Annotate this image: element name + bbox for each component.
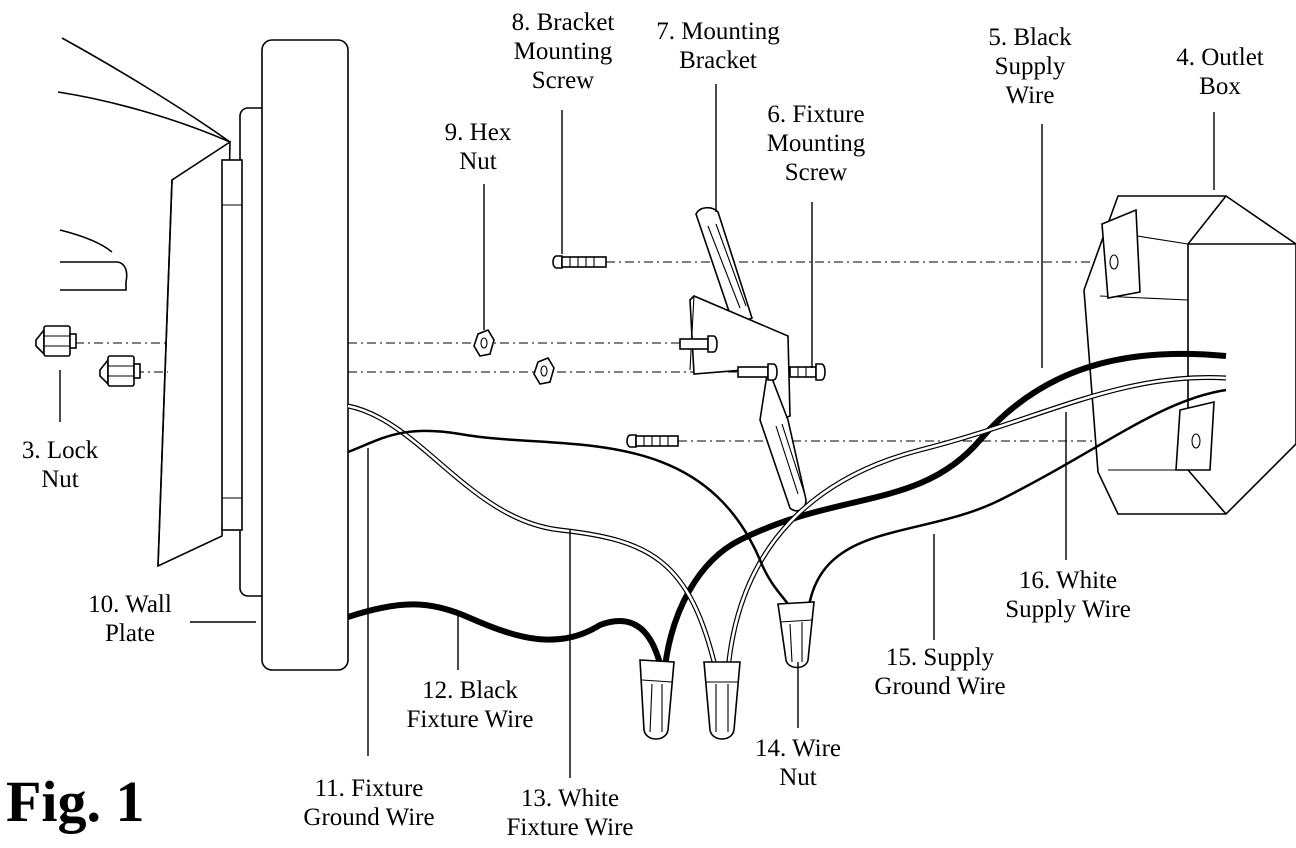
label-wall-plate: 10. Wall Plate: [88, 590, 172, 648]
wire-nut-b: [703, 661, 741, 740]
label-line: Plate: [104, 620, 155, 647]
label-line: Supply Wire: [1005, 596, 1131, 623]
bracket-mounting-screw-bottom: [626, 434, 679, 448]
fixture-mounting-screw-shapes: [679, 335, 826, 381]
label-line: Screw: [531, 67, 595, 94]
label-line: 15. Supply: [885, 644, 995, 671]
wall-plate-shape: [221, 39, 349, 671]
label-line: Screw: [784, 159, 848, 186]
hex-nut-2: [533, 357, 555, 385]
label-line: Nut: [459, 148, 497, 175]
label-line: 5. Black: [988, 24, 1072, 51]
leader-lines: [59, 84, 1215, 778]
label-line: 4. Outlet: [1176, 44, 1264, 71]
label-line: 13. White: [520, 785, 620, 812]
label-line: 16. White: [1018, 567, 1118, 594]
label-line: Fixture Wire: [406, 706, 534, 733]
label-mounting-bracket: 7. Mounting Bracket: [656, 17, 780, 75]
label-line: Nut: [41, 466, 79, 493]
label-wire-nut: 14. Wire Nut: [755, 734, 841, 792]
label-line: Box: [1199, 73, 1241, 100]
label-line: 3. Lock: [21, 437, 99, 464]
label-fixture-mounting-screw: 6. Fixture Mounting Screw: [767, 100, 866, 187]
label-line: 12. Black: [422, 677, 518, 704]
label-white-supply-wire: 16. White Supply Wire: [1005, 566, 1131, 624]
label-lock-nut: 3. Lock Nut: [22, 436, 98, 494]
label-line: 6. Fixture: [767, 101, 865, 128]
label-bracket-mounting-screw: 8. Bracket Mounting Screw: [512, 8, 615, 95]
label-line: Wire: [1005, 82, 1055, 109]
label-line: 14. Wire: [754, 735, 842, 762]
label-line: Supply: [994, 53, 1066, 80]
label-line: 7. Mounting: [656, 18, 780, 45]
label-hex-nut: 9. Hex Nut: [445, 118, 512, 176]
label-line: Bracket: [679, 47, 757, 74]
label-line: Mounting: [513, 38, 613, 65]
label-line: Ground Wire: [303, 804, 435, 831]
figure-title: Fig. 1: [6, 769, 145, 834]
label-fixture-ground-wire: 11. Fixture Ground Wire: [303, 774, 434, 832]
lock-nut-1: [35, 325, 77, 357]
wires: [347, 350, 1227, 677]
hex-nut-1: [473, 329, 495, 357]
mounting-bracket-shape: [689, 206, 807, 512]
label-line: 9. Hex: [444, 119, 512, 146]
label-line: Nut: [779, 764, 817, 791]
label-white-fixture-wire: 13. White Fixture Wire: [507, 784, 634, 842]
label-black-fixture-wire: 12. Black Fixture Wire: [407, 676, 534, 734]
wire-nut-shapes: [639, 601, 815, 740]
label-line: Mounting: [766, 130, 866, 157]
bracket-mounting-screw-top: [552, 255, 607, 269]
label-supply-ground-wire: 15. Supply Ground Wire: [874, 643, 1005, 701]
label-line: 11. Fixture: [314, 775, 424, 802]
label-line: Ground Wire: [874, 673, 1006, 700]
wire-nut-a: [639, 659, 675, 740]
label-black-supply-wire: 5. Black Supply Wire: [988, 23, 1071, 110]
label-line: Fixture Wire: [506, 814, 634, 841]
label-line: 10. Wall: [88, 591, 172, 618]
wire-nut-c: [777, 601, 815, 669]
label-outlet-box: 4. Outlet Box: [1176, 43, 1264, 101]
lock-nut-2: [99, 355, 141, 387]
label-line: 8. Bracket: [511, 9, 615, 36]
